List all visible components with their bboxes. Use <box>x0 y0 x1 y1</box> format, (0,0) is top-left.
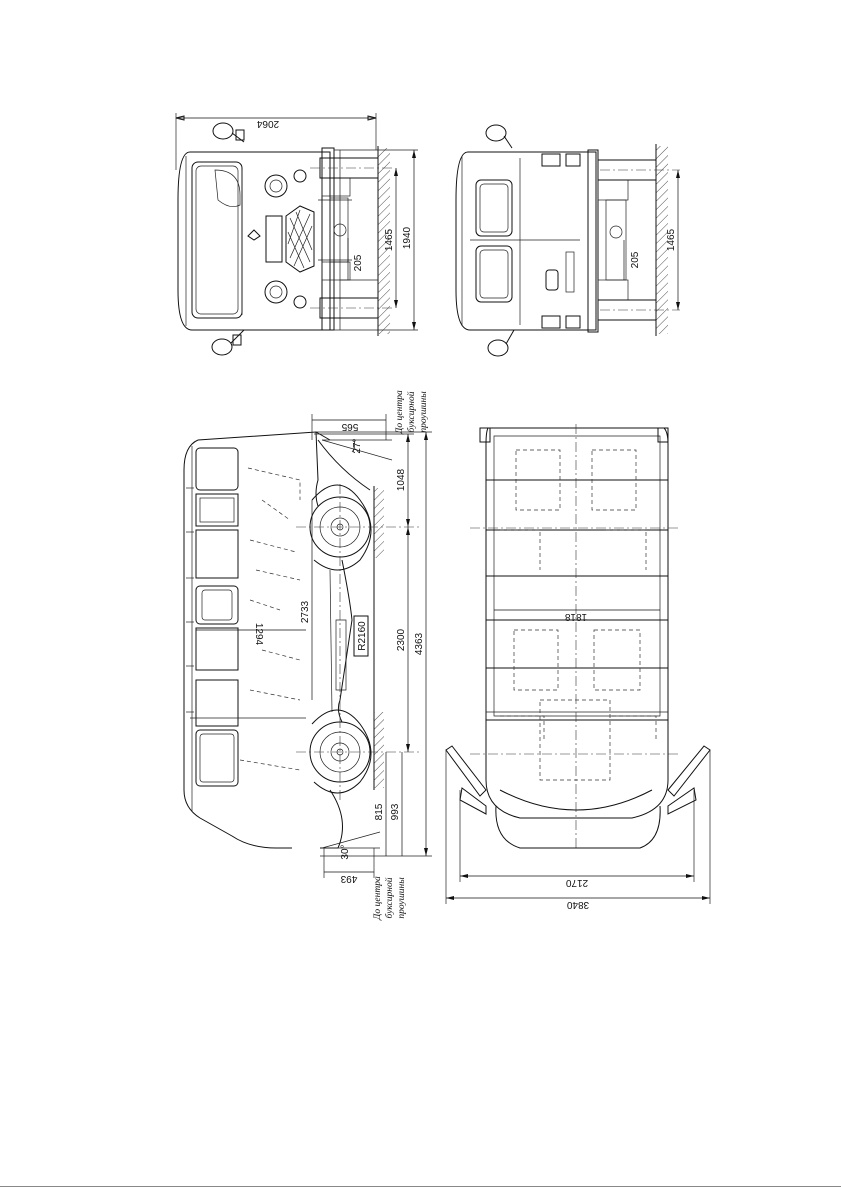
dim-label-1465-front: 1465 <box>384 228 395 251</box>
side-front-wheel <box>310 485 371 570</box>
dim-label-1048: 1048 <box>396 468 407 491</box>
dim-label-2064: 2064 <box>256 118 279 129</box>
left-mirror <box>213 123 233 139</box>
right-mirror <box>212 339 232 355</box>
dim-label-3840: 3840 <box>566 899 589 910</box>
headlight-bottom <box>265 281 287 303</box>
dim-side-departure-angle: 30° <box>322 832 380 860</box>
dim-label-205-front: 205 <box>353 254 364 271</box>
dim-label-30: 30° <box>340 844 351 859</box>
front-underbody <box>318 150 352 330</box>
plan-view: 1818 2170 3840 <box>446 424 710 910</box>
note-front-line1: До центра <box>395 390 405 435</box>
rear-view: 205 1465 <box>456 125 680 356</box>
dim-label-1818: 1818 <box>564 611 587 622</box>
note-rear-line3: проушины <box>397 877 407 919</box>
dim-label-2300: 2300 <box>396 628 407 651</box>
note-front-line2: буксирной <box>406 391 417 432</box>
dim-label-27: 27° <box>352 438 363 453</box>
dim-side-wheelbase: 2300 <box>396 527 410 752</box>
dim-label-2170: 2170 <box>565 877 588 888</box>
dim-label-205-rear: 205 <box>630 251 641 268</box>
note-rear-tow-eye: До центра буксирной проушины <box>373 876 407 921</box>
rear-window-bottom <box>476 246 512 302</box>
dim-side-radius: R2160 <box>354 616 368 656</box>
dim-label-565: 565 <box>341 421 358 432</box>
side-rear-wheel <box>310 710 371 793</box>
rear-left-mirror <box>486 125 506 141</box>
dim-label-493: 493 <box>340 873 357 884</box>
side-windows <box>196 448 238 786</box>
dim-label-r2160: R2160 <box>357 621 368 651</box>
dim-rear-clearance: 205 <box>624 240 641 280</box>
dim-label-1294: 1294 <box>253 623 264 646</box>
dim-label-1940: 1940 <box>402 226 413 249</box>
ground-hatch-side-front <box>374 488 384 558</box>
dim-rear-track: 1465 <box>666 170 680 310</box>
dim-front-overall-width: 2064 <box>176 113 376 170</box>
headlight-top <box>265 175 287 197</box>
rear-right-mirror <box>488 340 508 356</box>
dim-side-interior-width: 1294 <box>196 623 306 646</box>
note-rear-line2: буксирной <box>384 877 395 918</box>
note-front-line3: проушины <box>419 391 429 433</box>
dim-label-815: 815 <box>374 803 385 820</box>
note-rear-line1: До центра <box>373 876 383 921</box>
note-front-tow-eye: До центра буксирной проушины <box>395 390 429 435</box>
dim-front-height: 1940 <box>334 150 418 330</box>
dim-label-993: 993 <box>390 803 401 820</box>
windshield <box>192 162 242 318</box>
side-view: 565 27° 1048 2300 4363 <box>184 414 432 884</box>
front-view: 2064 <box>176 113 418 355</box>
dim-side-front-height: 1048 <box>314 434 414 527</box>
page-bottom-rule <box>0 1186 841 1187</box>
dim-side-approach-angle: 27° <box>322 438 392 460</box>
rear-window-top <box>476 180 512 236</box>
dim-label-2733: 2733 <box>300 600 311 623</box>
grille <box>286 206 314 272</box>
dim-label-4363: 4363 <box>414 632 425 655</box>
dim-front-clearance: 205 <box>340 238 378 280</box>
dim-label-1465-rear: 1465 <box>666 228 677 251</box>
ground-hatch-side-rear <box>374 712 384 788</box>
